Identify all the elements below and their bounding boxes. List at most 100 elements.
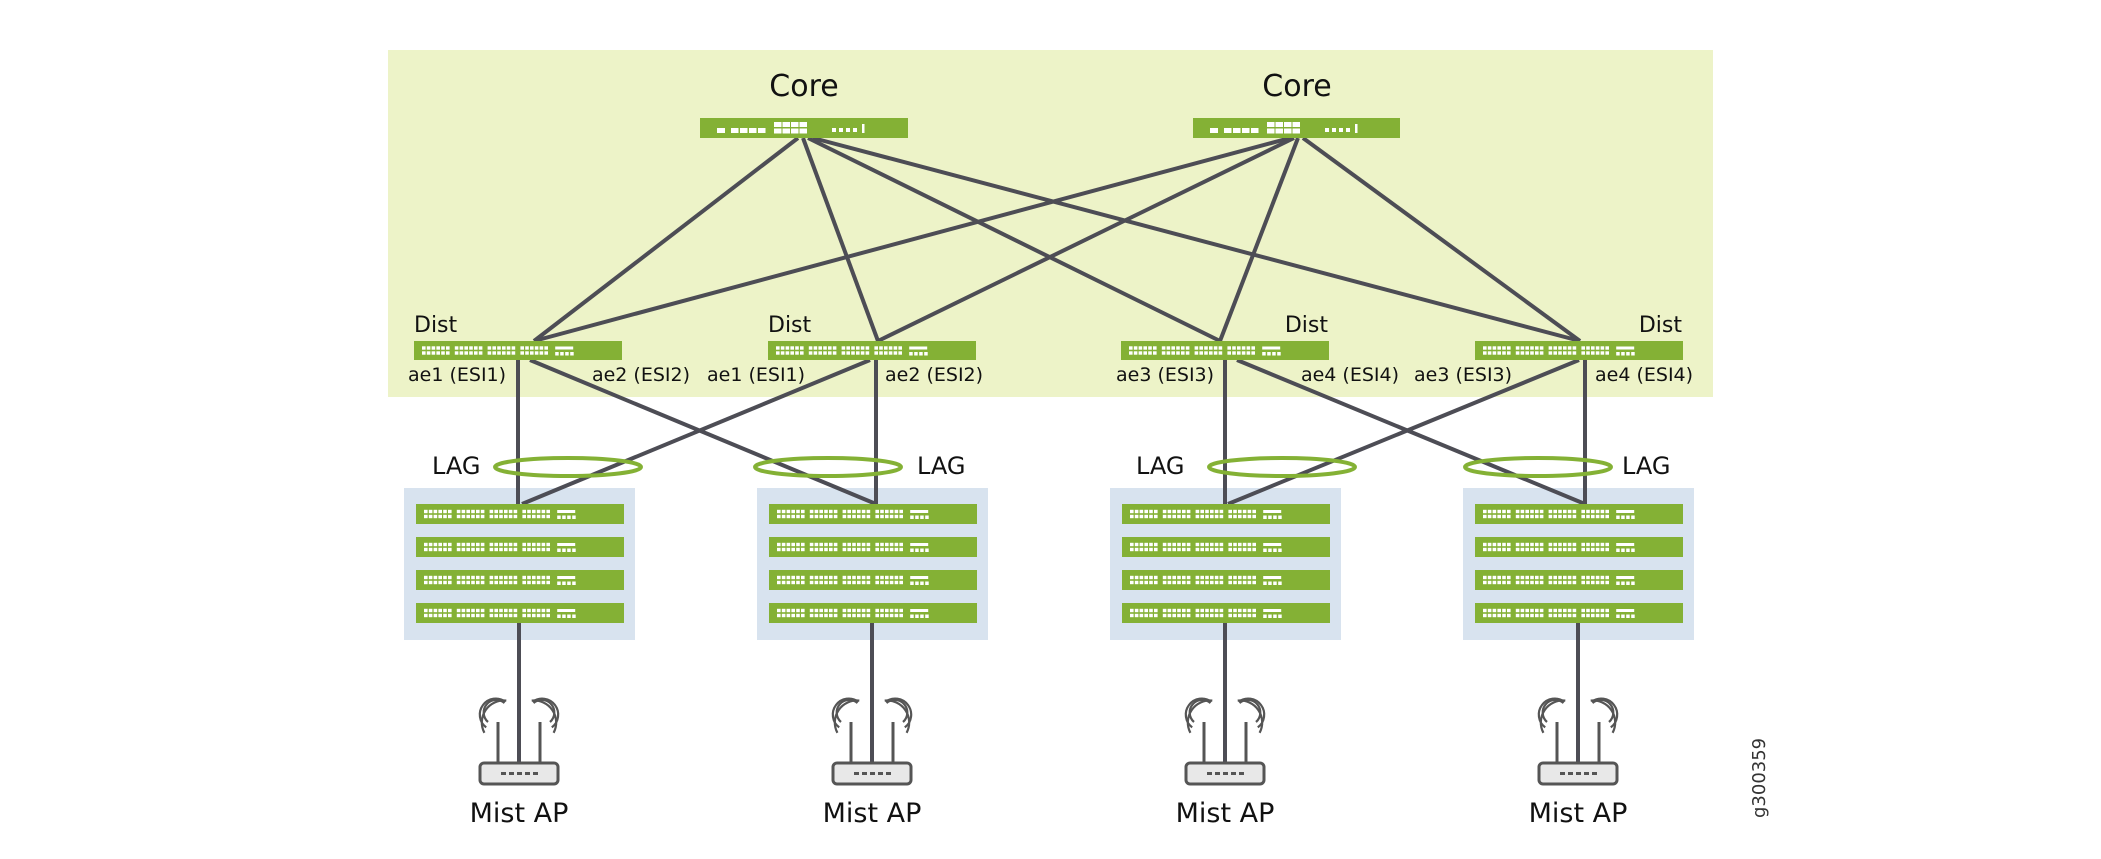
port-icon: [919, 352, 923, 356]
port-icon: [1586, 613, 1590, 618]
port-icon: [813, 351, 818, 355]
port-icon: [780, 346, 785, 350]
port-icon: [1502, 351, 1506, 355]
port-icon: [454, 351, 459, 355]
led-icon: [854, 772, 859, 775]
port-icon: [847, 514, 851, 519]
port-icon: [513, 509, 518, 514]
wifi-wave-icon: [1539, 699, 1566, 734]
port-icon: [894, 509, 899, 514]
port-icon: [534, 346, 539, 350]
port-icon: [1563, 346, 1567, 350]
port-icon: [1273, 614, 1277, 618]
port-icon: [541, 580, 546, 585]
port-icon: [861, 580, 866, 585]
port-icon: [1502, 580, 1506, 585]
port-icon: [1567, 613, 1572, 618]
port-icon: [1177, 580, 1181, 585]
port-icon: [1553, 509, 1557, 514]
port-icon: [1195, 608, 1200, 613]
port-icon: [1284, 122, 1292, 127]
port-icon: [1233, 514, 1237, 519]
port-icon: [1525, 580, 1529, 585]
port-icon: [786, 509, 791, 514]
port-icon: [1167, 509, 1172, 514]
port-icon: [536, 608, 541, 613]
port-icon: [532, 547, 536, 552]
port-icon: [1204, 346, 1208, 350]
port-icon: [846, 346, 850, 350]
port-icon: [1595, 575, 1600, 580]
port-icon: [424, 613, 428, 618]
port-icon: [796, 514, 800, 519]
mist-ap-icon: [1537, 697, 1619, 786]
port-icon: [1616, 515, 1620, 519]
port-icon: [438, 514, 442, 519]
port-icon: [532, 608, 536, 613]
port-icon: [1139, 547, 1144, 552]
port-icon: [1355, 124, 1358, 133]
port-icon: [799, 128, 807, 134]
port-icon: [1200, 575, 1204, 580]
port-icon: [1241, 351, 1246, 355]
led-icon: [517, 772, 522, 775]
port-icon: [925, 548, 929, 552]
port-icon: [527, 514, 531, 519]
port-icon: [1275, 122, 1283, 127]
port-icon: [1616, 581, 1620, 585]
port-icon: [1558, 547, 1562, 552]
port-icon: [866, 608, 871, 613]
port-icon: [1162, 613, 1167, 618]
port-icon: [1219, 514, 1224, 519]
port-icon: [880, 575, 884, 580]
core-distribution-zone: [388, 50, 1713, 397]
port-icon: [1325, 128, 1329, 132]
port-icon: [1497, 608, 1501, 613]
port-icon: [1600, 613, 1605, 618]
port-icon: [530, 346, 534, 350]
port-icon: [856, 346, 860, 350]
port-icon: [428, 608, 433, 613]
port-icon: [476, 580, 480, 585]
port-icon: [1539, 547, 1544, 552]
port-icon: [461, 580, 466, 585]
port-icon: [824, 514, 828, 519]
port-icon: [1502, 509, 1506, 514]
port-icon: [777, 514, 781, 519]
port-icon: [1605, 542, 1609, 547]
port-icon: [466, 547, 470, 552]
port-icon: [857, 509, 861, 514]
port-icon: [740, 128, 748, 133]
port-icon: [1621, 515, 1625, 519]
port-icon: [777, 608, 781, 613]
port-icon: [1263, 576, 1282, 579]
port-icon: [1228, 608, 1232, 613]
port-icon: [1492, 547, 1497, 552]
port-icon: [1581, 547, 1585, 552]
led-icon: [1576, 772, 1581, 775]
port-icon: [1591, 547, 1595, 552]
port-icon: [1134, 509, 1139, 514]
port-icon: [899, 608, 903, 613]
port-icon: [795, 346, 799, 350]
switch-chassis: [769, 603, 977, 623]
port-icon: [1507, 580, 1511, 585]
port-icon: [1242, 580, 1247, 585]
port-icon: [504, 509, 508, 514]
port-icon: [469, 346, 473, 350]
port-icon: [1133, 346, 1138, 350]
port-icon: [557, 548, 561, 552]
port-icon: [1631, 515, 1635, 519]
port-icon: [1586, 346, 1590, 350]
port-icon: [466, 514, 470, 519]
port-icon: [1515, 542, 1520, 547]
port-icon: [914, 352, 918, 356]
port-icon: [471, 580, 475, 585]
port-icon: [513, 613, 518, 618]
port-icon: [522, 580, 526, 585]
port-icon: [1530, 613, 1534, 618]
port-icon: [1144, 608, 1148, 613]
core-dist-link: [1301, 136, 1582, 343]
port-icon: [846, 128, 850, 132]
port-icon: [842, 547, 847, 552]
